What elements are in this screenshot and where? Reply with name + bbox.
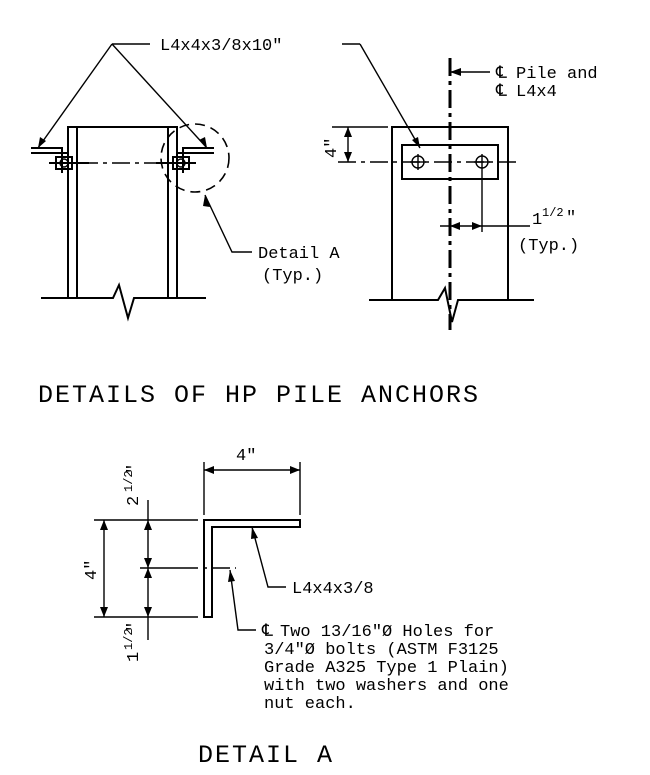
- holes-note-line5: nut each.: [264, 695, 356, 714]
- dim-1half-frac: 1/2: [542, 206, 564, 220]
- centerline-symbol-holes: ℄: [261, 623, 273, 642]
- holes-note-line1: Two 13/16"Ø Holes for: [280, 623, 494, 642]
- dim-1half-b-frac: 1/2: [122, 628, 136, 650]
- cl-pile-label-line2: L4x4: [516, 83, 557, 102]
- centerline-symbol: ℄ ℄: [495, 65, 507, 102]
- cl-pile-leader: [450, 68, 490, 76]
- title-main: DETAILS OF HP PILE ANCHORS: [38, 381, 480, 410]
- detail-a-leader: [203, 194, 252, 253]
- angle-small-label: L4x4x3/8: [292, 580, 374, 599]
- dim-4in-top-label: 4": [323, 138, 342, 158]
- holes-note-line2: 3/4"Ø bolts (ASTM F3125: [264, 641, 499, 660]
- dim-2half-whole: 2: [125, 496, 144, 506]
- detail-a-leaders: [228, 526, 286, 631]
- svg-text:℄: ℄: [495, 65, 507, 84]
- dim-1half-right: [440, 170, 530, 232]
- dim-1half-inch: ": [566, 209, 576, 228]
- title-detail-a: DETAIL A: [198, 741, 334, 770]
- detail-a-ref-label: Detail A: [258, 245, 340, 264]
- holes-note-line4: with two washers and one: [264, 677, 509, 696]
- pile-front-elevation: [338, 58, 534, 330]
- detail-a-angle: [180, 519, 301, 618]
- typ-right-label: (Typ.): [518, 237, 579, 256]
- dim-1half-b-inch: ": [125, 622, 144, 632]
- svg-text:℄: ℄: [495, 83, 507, 102]
- dim-4in-height-label: 4": [83, 560, 102, 580]
- dim-1half-whole: 1: [532, 211, 542, 230]
- dim-1half-b-whole: 1: [125, 652, 144, 662]
- dim-4in-top: [332, 126, 388, 162]
- dim-2half-frac: 1/2: [122, 470, 136, 492]
- dim-4in-width-label: 4": [236, 447, 256, 466]
- detail-a-typ-label: (Typ.): [262, 267, 323, 286]
- angle-spec-label: L4x4x3/8x10": [160, 37, 282, 56]
- holes-note-line3: Grade A325 Type 1 Plain): [264, 659, 509, 678]
- dim-detail-vertical: [94, 500, 198, 640]
- angle-spec-leaders: [37, 43, 421, 149]
- pile-side-elevation: [31, 123, 230, 322]
- cl-pile-label-line1: Pile and: [516, 65, 598, 84]
- dim-4in-width: [203, 462, 301, 515]
- dim-2half-inch: ": [125, 464, 144, 474]
